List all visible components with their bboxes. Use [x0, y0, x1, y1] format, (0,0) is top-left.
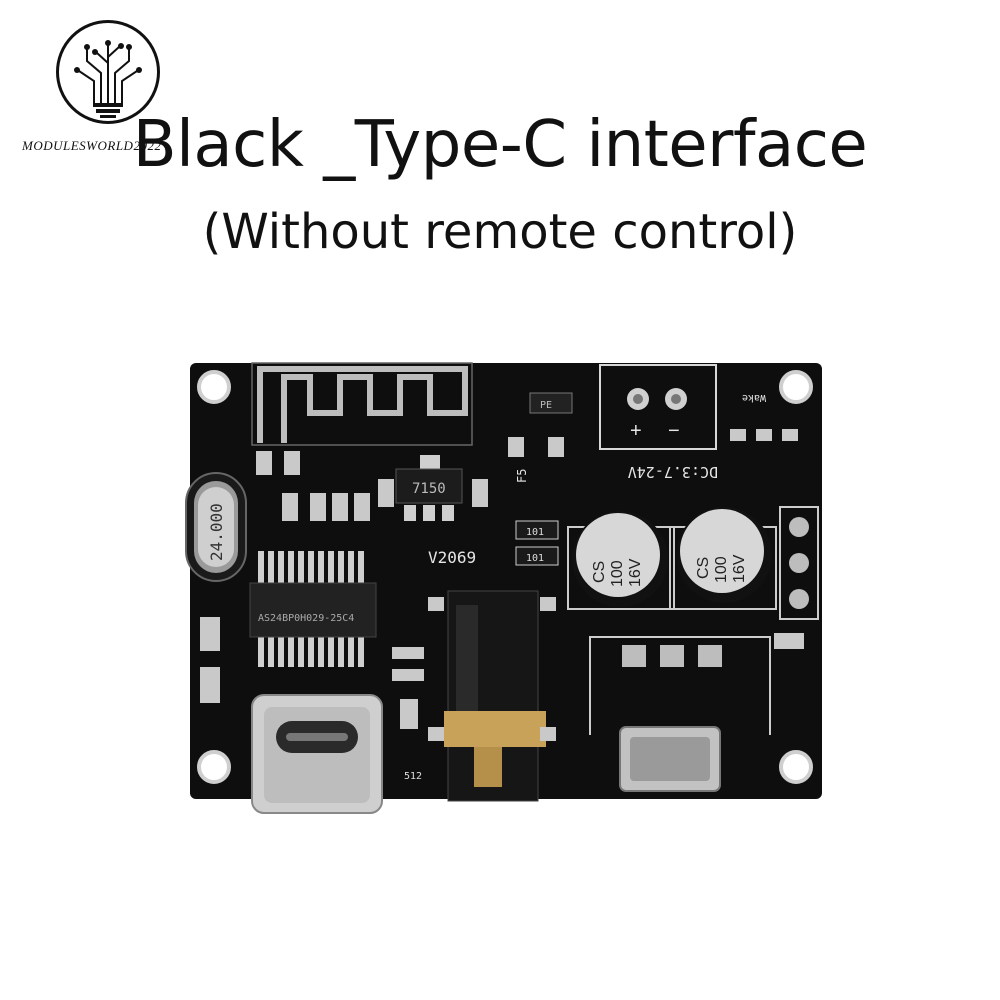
- power-terminal: + −: [599, 364, 717, 450]
- resistor-c-label: 512: [404, 771, 422, 782]
- mount-hole: [197, 750, 231, 784]
- mount-hole: [197, 370, 231, 404]
- header-pins: [779, 506, 819, 620]
- page-title: Black _Type-C interface: [132, 108, 868, 182]
- resistor-a-label: 101: [526, 527, 544, 538]
- pcb-board: [190, 363, 822, 799]
- diode-label: PE: [540, 400, 552, 411]
- crystal-oscillator: 24.000: [185, 472, 247, 582]
- voltage-regulator: 7150: [395, 455, 463, 521]
- resistor-pair: 101 101: [515, 520, 559, 566]
- cap-label-2: 100: [713, 556, 730, 583]
- pcb-board-illustration: 24.000 + − DC:3.7-24V Wake 7150: [185, 362, 822, 814]
- chip-label: AS24BP0H029-25C4: [258, 613, 354, 624]
- mount-hole: [779, 370, 813, 404]
- wake-label: Wake: [742, 392, 766, 403]
- mount-hole: [779, 750, 813, 784]
- electrolytic-capacitor: CS 100 16V: [567, 511, 675, 610]
- cap-label-1: CS: [591, 561, 608, 583]
- smd-components: [200, 392, 804, 729]
- main-ic-chip: AS24BP0H029-25C4: [249, 551, 377, 667]
- cap-label-2: 100: [609, 560, 626, 587]
- terminal-plus: +: [630, 420, 642, 442]
- antenna-trace: [257, 366, 468, 443]
- ir-receiver: [589, 636, 771, 792]
- regulator-label: 7150: [412, 481, 446, 497]
- pcb-photo: 24.000 + − DC:3.7-24V Wake 7150: [160, 355, 840, 825]
- fuse-label: F5: [515, 469, 529, 483]
- model-label: V2069: [428, 548, 476, 567]
- page-subtitle: (Without remote control): [202, 204, 798, 260]
- watermark-logo: [56, 20, 160, 124]
- cap-label-3: 16V: [731, 554, 748, 583]
- watermark-text: MODULESWORLD2022: [22, 138, 162, 153]
- circuit-bulb-icon: [74, 40, 142, 118]
- resistor-b-label: 101: [526, 553, 544, 564]
- usb-c-port: [251, 694, 383, 814]
- cap-label-1: CS: [695, 557, 712, 579]
- power-label: DC:3.7-24V: [628, 463, 718, 481]
- crystal-label: 24.000: [207, 503, 226, 561]
- audio-jack: [428, 590, 556, 802]
- cap-label-3: 16V: [627, 558, 644, 587]
- electrolytic-capacitor: CS 100 16V: [669, 507, 777, 610]
- terminal-minus: −: [668, 420, 680, 442]
